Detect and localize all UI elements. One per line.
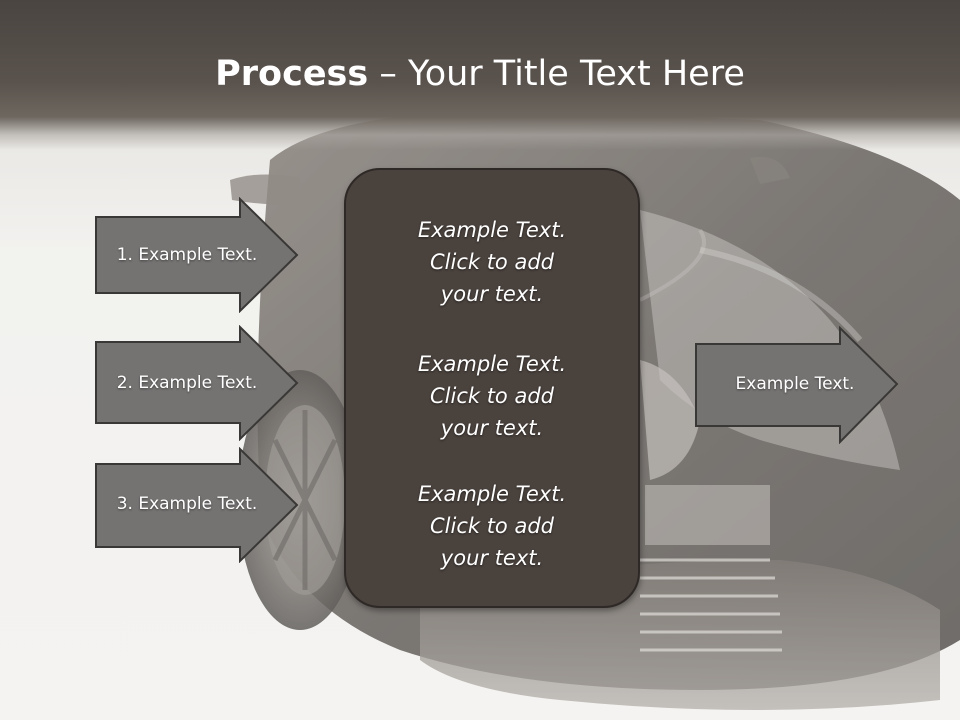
arrow-label-2: 2. Example Text.: [116, 373, 258, 393]
title-bar: [0, 0, 960, 150]
arrow-right-shape-icon: [695, 326, 899, 444]
title-rest: – Your Title Text Here: [368, 54, 745, 94]
arrow-right-shape-icon: [95, 447, 299, 563]
block-line: Click to add: [429, 384, 554, 408]
arrow-output[interactable]: Example Text.: [694, 326, 900, 444]
center-text-box[interactable]: Example Text. Click to add your text. Ex…: [344, 168, 640, 608]
center-text-block-1[interactable]: Example Text. Click to add your text.: [346, 214, 638, 310]
block-line: Click to add: [429, 250, 554, 274]
block-line: Example Text.: [417, 352, 567, 376]
center-text-block-3[interactable]: Example Text. Click to add your text.: [346, 478, 638, 574]
arrow-step-3[interactable]: 3. Example Text.: [94, 447, 300, 563]
block-line: Example Text.: [417, 218, 567, 242]
arrow-step-2[interactable]: 2. Example Text.: [94, 325, 300, 441]
block-line: your text.: [440, 416, 544, 440]
block-line: Click to add: [429, 514, 554, 538]
arrow-label-1: 1. Example Text.: [116, 245, 258, 265]
slide-title[interactable]: Process – Your Title Text Here: [0, 52, 960, 96]
block-line: your text.: [440, 546, 544, 570]
arrow-right-shape-icon: [95, 197, 299, 313]
arrow-step-1[interactable]: 1. Example Text.: [94, 197, 300, 313]
block-line: your text.: [440, 282, 544, 306]
arrow-label-3: 3. Example Text.: [116, 494, 258, 514]
block-line: Example Text.: [417, 482, 567, 506]
title-bold-word: Process: [215, 54, 369, 94]
center-text-block-2[interactable]: Example Text. Click to add your text.: [346, 348, 638, 444]
arrow-label-output: Example Text.: [735, 374, 855, 394]
arrow-right-shape-icon: [95, 325, 299, 441]
